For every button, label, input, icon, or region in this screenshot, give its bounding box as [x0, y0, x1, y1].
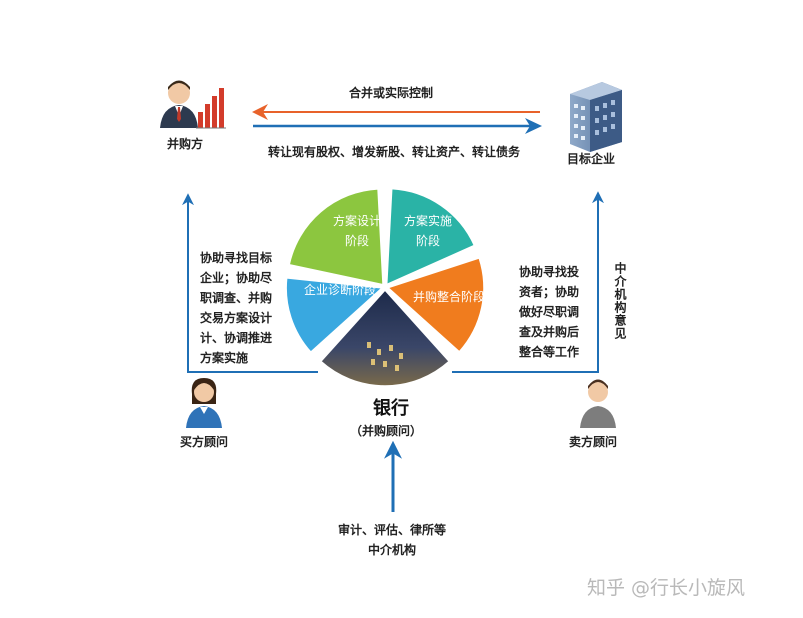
target-label: 目标企业 [567, 152, 616, 166]
pie-label-diagnosis: 企业诊断阶段 [304, 283, 377, 297]
pie-segment-design [288, 188, 384, 286]
photo-light [383, 361, 387, 367]
acquirer-label: 并购方 [167, 137, 204, 151]
photo-light [371, 359, 375, 365]
buyer-advisor-label: 买方顾问 [180, 435, 229, 449]
pie-label-integration: 并购整合阶段 [413, 290, 486, 304]
photo-light [367, 342, 371, 348]
buyer-advisor-duties: 协助寻找目标 企业；协助尽 职调查、并购 交易方案设计 计、协调推进 方案实施 [200, 251, 273, 365]
photo-light [389, 345, 393, 351]
left-connector-arrow [182, 193, 318, 373]
person-male-icon [160, 80, 198, 128]
bank-role: （并购顾问） [350, 424, 423, 438]
pie-segment-diagnosis [285, 277, 384, 354]
pie-segment-implementation [385, 187, 476, 286]
photo-light [399, 353, 403, 359]
office-building-icon [570, 82, 622, 152]
photo-light [395, 365, 399, 371]
photo-light [377, 349, 381, 355]
bottom-blue-arrow [253, 118, 542, 134]
seller-advisor-duties: 协助寻找投 资者；协助 做好尽职调 查及并购后 整合等工作 [519, 265, 580, 359]
pie-label-implementation: 方案实施 阶段 [404, 214, 453, 248]
pie-label-design: 方案设计 阶段 [333, 214, 382, 248]
seller-advisor-label: 卖方顾问 [569, 435, 618, 449]
process-pie [285, 187, 485, 387]
intermediaries-label: 审计、评估、律所等 中介机构 [338, 523, 447, 557]
bottom-arrow-label: 转让现有股权、增发新股、转让资产、转让债务 [268, 145, 521, 159]
pie-segment-integration [386, 257, 485, 353]
bank-title: 银行 [373, 398, 409, 419]
top-arrow-label: 合并或实际控制 [349, 86, 434, 100]
top-orange-arrow [252, 104, 540, 120]
right-connector-arrow [452, 191, 604, 373]
person-female-icon [186, 378, 222, 428]
bar-chart-icon [196, 88, 226, 129]
person-user-icon [580, 379, 616, 428]
watermark: 知乎 @行长小旋风 [587, 577, 746, 599]
pie-segment-photo [319, 288, 451, 387]
intermediary-opinion: 中介机构意见 [613, 262, 627, 340]
